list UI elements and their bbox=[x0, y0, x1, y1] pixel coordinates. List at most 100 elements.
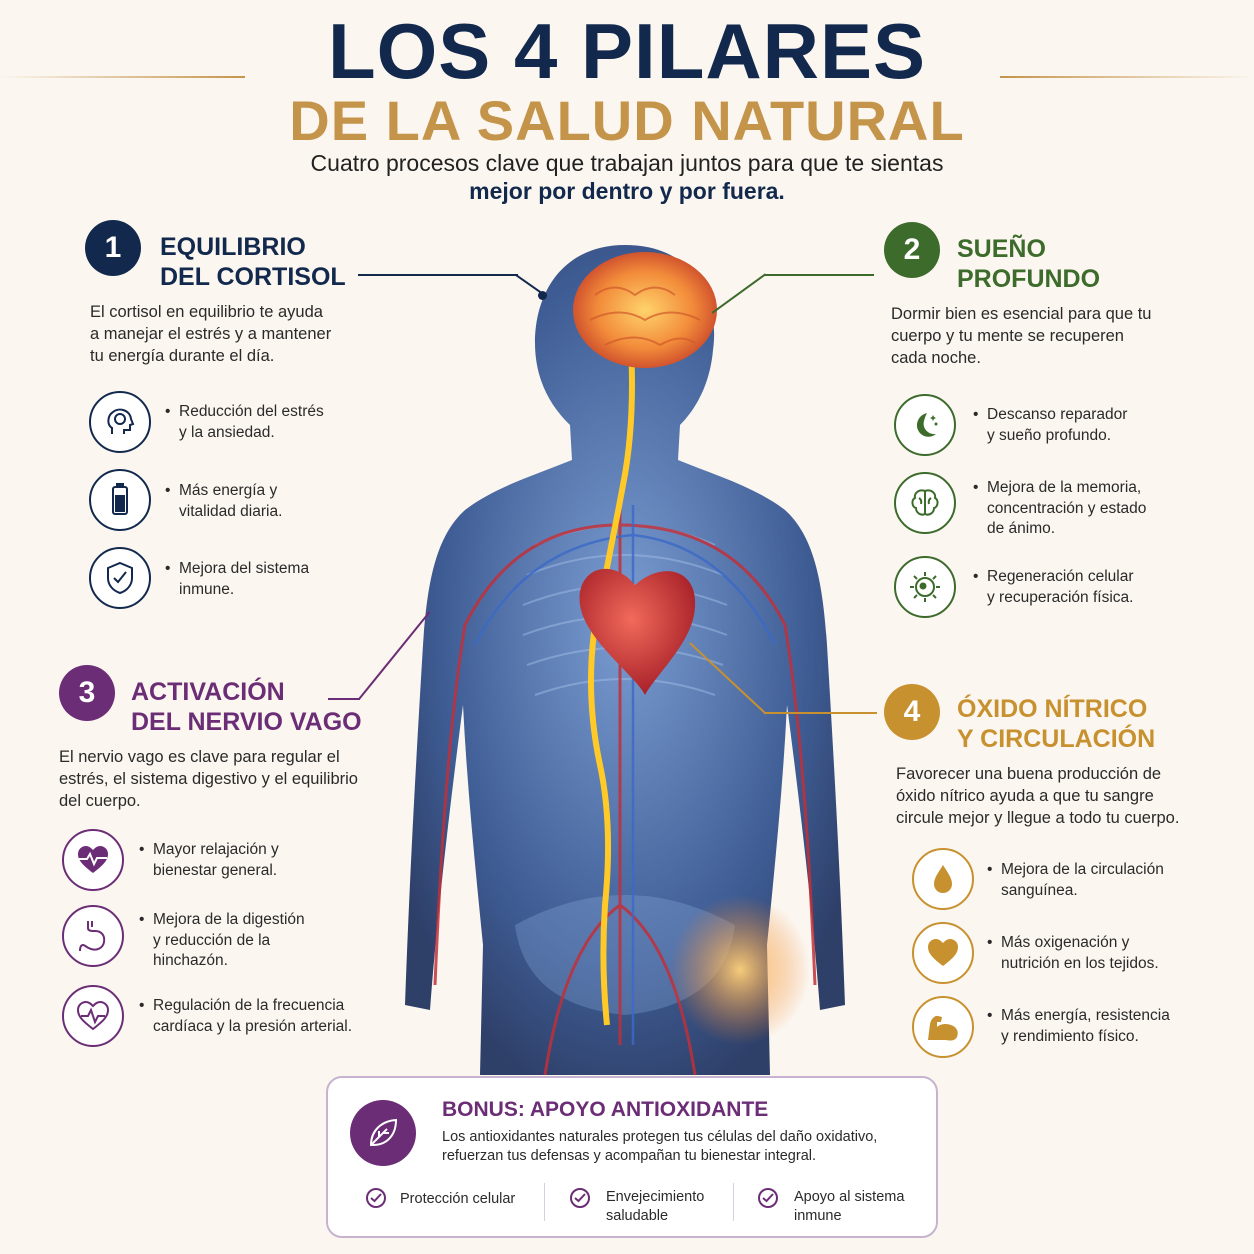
benefit-line: Regulación de la frecuencia bbox=[153, 997, 345, 1014]
blood-drop-icon bbox=[912, 848, 974, 910]
pillar-1-benefit-1: Reducción del estrés y la ansiedad. bbox=[165, 402, 324, 443]
benefit-line: Descanso reparador bbox=[987, 406, 1128, 423]
pillar-4-desc-line: óxido nítrico ayuda a que tu sangre bbox=[896, 787, 1154, 805]
heart-rate-icon bbox=[62, 985, 124, 1047]
vagus-nerve bbox=[588, 344, 635, 1026]
pillar-2-description: Dormir bien es esencial para que tu cuer… bbox=[891, 303, 1151, 369]
stomach-icon bbox=[62, 905, 124, 967]
check-icon bbox=[758, 1188, 778, 1208]
benefit-line: nutrición en los tejidos. bbox=[1001, 954, 1159, 972]
page-title: LOS 4 PILARES bbox=[327, 7, 927, 95]
benefit-line: y recuperación física. bbox=[987, 588, 1134, 606]
bonus-item-3: Apoyo al sistema inmune bbox=[794, 1188, 904, 1226]
pillar-4-benefit-1: Mejora de la circulación sanguínea. bbox=[987, 860, 1164, 901]
check-icon bbox=[570, 1188, 590, 1208]
bonus-item-2: Envejecimiento saludable bbox=[606, 1188, 704, 1226]
pillar-3-title-line1: ACTIVACIÓN bbox=[131, 678, 285, 706]
bonus-desc-line: refuerzan tus defensas y acompañan tu bi… bbox=[442, 1148, 817, 1164]
bonus-divider bbox=[544, 1183, 545, 1221]
benefit-line: y sueño profundo. bbox=[987, 426, 1112, 444]
bonus-card: BONUS: APOYO ANTIOXIDANTE Los antioxidan… bbox=[326, 1076, 938, 1238]
pillar-3-description: El nervio vago es clave para regular el … bbox=[59, 746, 358, 812]
benefit-line: de ánimo. bbox=[987, 520, 1056, 537]
title-rule-left bbox=[0, 76, 245, 78]
pillar-3-title: ACTIVACIÓN DEL NERVIO VAGO bbox=[131, 677, 362, 737]
connector-line-2 bbox=[764, 274, 874, 276]
moon-stars-icon bbox=[894, 394, 956, 456]
benefit-line: Mejora de la digestión bbox=[153, 911, 305, 928]
bonus-item-line: inmune bbox=[794, 1208, 842, 1224]
pillar-4-number: 4 bbox=[884, 684, 940, 740]
pillar-2-benefit-2: Mejora de la memoria, concentración y es… bbox=[973, 478, 1146, 540]
check-icon bbox=[366, 1188, 386, 1208]
benefit-line: Mejora del sistema bbox=[179, 560, 310, 577]
pillar-3-desc-line: El nervio vago es clave para regular el bbox=[59, 748, 340, 766]
connector-line-3 bbox=[328, 698, 360, 700]
pillar-2-title-line2: PROFUNDO bbox=[957, 265, 1101, 293]
benefit-line: y la ansiedad. bbox=[179, 423, 275, 441]
pillar-1-desc-line: El cortisol en equilibrio te ayuda bbox=[90, 303, 323, 321]
page-subtitle: Cuatro procesos clave que trabajan junto… bbox=[310, 150, 944, 176]
pillar-3-benefit-3: Regulación de la frecuencia cardíaca y l… bbox=[139, 996, 352, 1037]
pillar-4-desc-line: Favorecer una buena producción de bbox=[896, 765, 1162, 783]
pillar-1-benefit-2: Más energía y vitalidad diaria. bbox=[165, 481, 282, 522]
pillar-2-title: SUEÑO PROFUNDO bbox=[957, 234, 1100, 294]
benefit-line: Mayor relajación y bbox=[153, 841, 279, 858]
pillar-4-benefit-3: Más energía, resistencia y rendimiento f… bbox=[987, 1006, 1170, 1047]
benefit-line: y rendimiento físico. bbox=[1001, 1027, 1139, 1045]
benefit-line: hinchazón. bbox=[153, 952, 228, 969]
benefit-line: Mejora de la circulación bbox=[1001, 861, 1164, 878]
bonus-item-line: Protección celular bbox=[400, 1191, 516, 1207]
bonus-description: Los antioxidantes naturales protegen tus… bbox=[442, 1128, 877, 1166]
benefit-line: Más energía, resistencia bbox=[1001, 1007, 1170, 1024]
pillar-4-desc-line: circule mejor y llegue a todo tu cuerpo. bbox=[896, 809, 1180, 827]
bonus-divider bbox=[733, 1183, 734, 1221]
human-body-illustration bbox=[405, 245, 845, 1075]
pillar-3-number: 3 bbox=[59, 665, 115, 721]
page-title-secondary: DE LA SALUD NATURAL bbox=[289, 89, 965, 152]
pillar-3-desc-line: estrés, el sistema digestivo y el equili… bbox=[59, 770, 358, 788]
bonus-item-line: saludable bbox=[606, 1208, 669, 1224]
bonus-item-1: Protección celular bbox=[400, 1190, 515, 1209]
pillar-1-desc-line: tu energía durante el día. bbox=[90, 347, 275, 365]
shield-icon bbox=[89, 547, 151, 609]
pillar-1-title: EQUILIBRIO DEL CORTISOL bbox=[160, 232, 346, 292]
pillar-1-title-line1: EQUILIBRIO bbox=[160, 233, 306, 261]
pillar-1-title-line2: DEL CORTISOL bbox=[160, 263, 346, 291]
connector-line-4 bbox=[765, 712, 877, 714]
pillar-1-benefit-3: Mejora del sistema inmune. bbox=[165, 559, 309, 600]
brain-head-icon bbox=[89, 391, 151, 453]
pillar-2-desc-line: cada noche. bbox=[891, 349, 981, 367]
pillar-2-title-line1: SUEÑO bbox=[957, 235, 1046, 263]
heart-icon bbox=[912, 922, 974, 984]
connector-line-1 bbox=[358, 274, 518, 276]
connector-dot-1 bbox=[538, 291, 547, 300]
pillar-4-title-line2: Y CIRCULACIÓN bbox=[957, 725, 1156, 753]
benefit-line: Más energía y bbox=[179, 482, 278, 499]
pillar-4-title-line1: ÓXIDO NÍTRICO bbox=[957, 695, 1148, 723]
heart-pulse-icon bbox=[62, 829, 124, 891]
bonus-desc-line: Los antioxidantes naturales protegen tus… bbox=[442, 1129, 878, 1145]
pillar-4-benefit-2: Más oxigenación y nutrición en los tejid… bbox=[987, 933, 1159, 974]
pillar-4-title: ÓXIDO NÍTRICO Y CIRCULACIÓN bbox=[957, 694, 1155, 754]
leaf-icon bbox=[350, 1100, 416, 1166]
heart bbox=[579, 568, 696, 695]
page-subtitle-emphasis: mejor por dentro y por fuera. bbox=[469, 178, 785, 204]
benefit-line: inmune. bbox=[179, 580, 235, 598]
pillar-2-number: 2 bbox=[884, 222, 940, 278]
benefit-line: Mejora de la memoria, bbox=[987, 479, 1142, 496]
benefit-line: Reducción del estrés bbox=[179, 403, 324, 420]
bonus-title: BONUS: APOYO ANTIOXIDANTE bbox=[442, 1098, 769, 1121]
benefit-line: bienestar general. bbox=[153, 861, 278, 879]
benefit-line: y reducción de la bbox=[153, 931, 271, 949]
pillar-1-description: El cortisol en equilibrio te ayuda a man… bbox=[90, 301, 331, 367]
brain bbox=[573, 252, 717, 368]
battery-icon bbox=[89, 469, 151, 531]
cell-regeneration-icon bbox=[894, 556, 956, 618]
benefit-line: vitalidad diaria. bbox=[179, 502, 283, 520]
pillar-2-benefit-1: Descanso reparador y sueño profundo. bbox=[973, 405, 1127, 446]
brain-icon bbox=[894, 472, 956, 534]
benefit-line: sanguínea. bbox=[1001, 881, 1078, 899]
pillar-3-title-line2: DEL NERVIO VAGO bbox=[131, 708, 362, 736]
pillar-1-number: 1 bbox=[85, 220, 141, 276]
